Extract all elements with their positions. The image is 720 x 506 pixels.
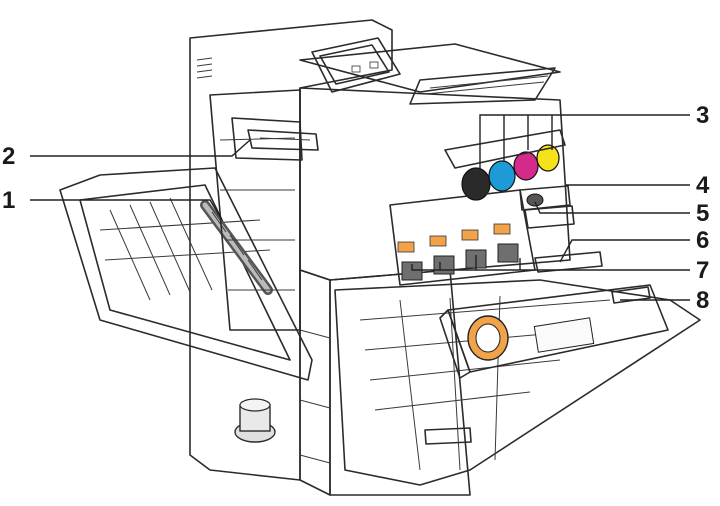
fuser-assembly	[231, 117, 319, 161]
label-3: 3	[696, 102, 709, 129]
callout-line-7	[411, 255, 690, 271]
transfer-roller	[200, 200, 273, 295]
imaging-units	[389, 189, 536, 286]
callout-line-2	[30, 139, 251, 157]
printer-interior	[209, 89, 301, 331]
right-front-door	[334, 279, 701, 486]
label-2: 2	[2, 143, 15, 170]
left-open-door	[59, 167, 313, 381]
label-5: 5	[696, 200, 709, 227]
label-1: 1	[2, 187, 15, 214]
callout-line-5	[534, 201, 690, 214]
callout-line-3	[479, 114, 690, 170]
callout-line-6	[559, 239, 690, 263]
label-8: 8	[696, 287, 709, 314]
callout-lines	[30, 114, 690, 301]
cyan-toner	[488, 160, 516, 192]
toner-cartridges	[444, 129, 566, 201]
callout-line-1	[30, 199, 223, 221]
waste-cartridge	[439, 284, 669, 379]
label-4: 4	[696, 172, 710, 199]
drum-cartridges	[519, 185, 575, 229]
label-6: 6	[696, 227, 709, 254]
yellow-toner	[536, 144, 560, 172]
magenta-toner	[513, 151, 539, 181]
callout-labels: 1 2 3 4 5 6 7 8	[2, 102, 710, 314]
label-7: 7	[696, 257, 709, 284]
cleaning-area	[534, 251, 603, 273]
control-panel	[311, 37, 401, 93]
